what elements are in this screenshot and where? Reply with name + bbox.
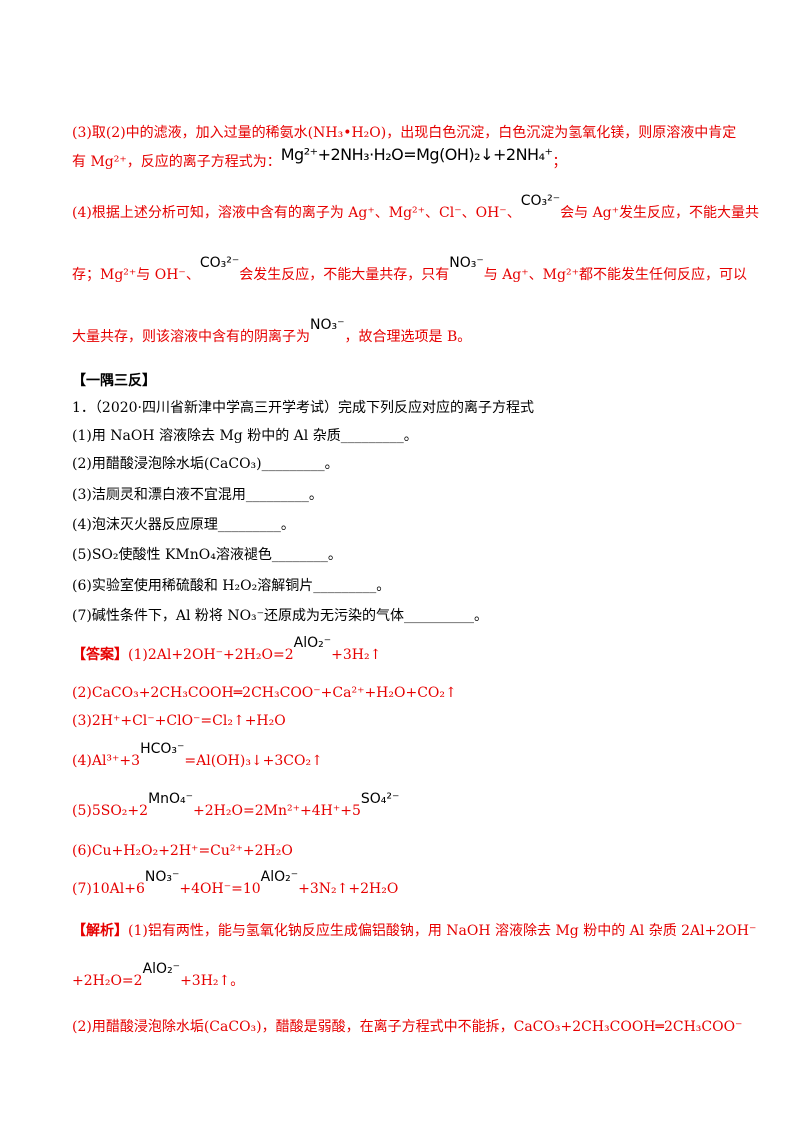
analysis-line2: +2H₂O=2AlO₂⁻+3H₂↑。 <box>72 961 245 990</box>
bicarbonate-ion: HCO₃⁻ <box>140 741 185 757</box>
analysis-label: 【解析】 <box>72 923 128 939</box>
text-segment: 与 Ag⁺、Mg²⁺都不能发生任何反应，可以 <box>483 267 747 283</box>
sulfate-ion: SO₄²⁻ <box>360 791 400 807</box>
answer-6: (6)Cu+H₂O₂+2H⁺=Cu²⁺+2H₂O <box>72 843 293 859</box>
answer-3: (3)2H⁺+Cl⁻+ClO⁻=Cl₂↑+H₂O <box>72 713 286 729</box>
question-item-5: (5)SO₂使酸性 KMnO₄溶液褪色________。 <box>72 547 342 563</box>
paragraph-4-line2: 存；Mg²⁺与 OH⁻、CO₃²⁻会发生反应，不能大量共存，只有NO₃⁻与 Ag… <box>72 255 747 284</box>
paragraph-3-line2: 有 Mg²⁺，反应的离子方程式为：Mg²⁺+2NH₃·H₂O=Mg(OH)₂↓+… <box>72 146 567 171</box>
text-segment: 会与 Ag⁺发生反应，不能大量共 <box>560 205 760 221</box>
answer-5: (5)5SO₂+2MnO₄⁻+2H₂O=2Mn²⁺+4H⁺+5SO₄²⁻ <box>72 791 399 820</box>
question-item-7: (7)碱性条件下，Al 粉将 NO₃⁻还原成为无污染的气体__________。 <box>72 608 489 624</box>
paragraph-3-line2-prefix: 有 Mg²⁺，反应的离子方程式为： <box>72 154 281 170</box>
text-segment: =Al(OH)₃↓+3CO₂↑ <box>184 753 323 769</box>
text-segment: +4OH⁻=10 <box>179 881 261 897</box>
paragraph-3-line1: (3)取(2)中的滤液，加入过量的稀氨水(NH₃•H₂O)，出现白色沉淀，白色沉… <box>72 125 737 141</box>
answer-label: 【答案】 <box>72 647 128 663</box>
aluminate-ion: AlO₂⁻ <box>260 869 299 885</box>
text-segment: (1)铝有两性，能与氢氧化钠反应生成偏铝酸钠，用 NaOH 溶液除去 Mg 粉中… <box>128 923 757 939</box>
aluminate-ion: AlO₂⁻ <box>293 635 332 651</box>
question-item-3: (3)洁厕灵和漂白液不宜混用_________。 <box>72 487 323 503</box>
text-segment: 存；Mg²⁺与 OH⁻、 <box>72 267 200 283</box>
text-segment: +3H₂↑ <box>331 647 382 663</box>
question-item-2: (2)用醋酸浸泡除水垢(CaCO₃)_________。 <box>72 456 339 472</box>
mg-ion-equation: Mg²⁺+2NH₃·H₂O=Mg(OH)₂↓+2NH₄⁺ <box>280 145 553 164</box>
paragraph-4-line3: 大量共存，则该溶液中含有的阴离子为NO₃⁻，故合理选项是 B。 <box>72 317 472 346</box>
text-segment: (1)2Al+2OH⁻+2H₂O=2 <box>128 647 294 663</box>
text-segment: +2H₂O=2 <box>72 973 143 989</box>
analysis-line3: (2)用醋酸浸泡除水垢(CaCO₃)，醋酸是弱酸，在离子方程式中不能拆，CaCO… <box>72 1019 743 1035</box>
question-item-4: (4)泡沫灭火器反应原理_________。 <box>72 517 295 533</box>
question-item-6: (6)实验室使用稀硫酸和 H₂O₂溶解铜片_________。 <box>72 578 391 594</box>
question-stem: 1．（2020·四川省新津中学高三开学考试）完成下列反应对应的离子方程式 <box>72 400 534 416</box>
permanganate-ion: MnO₄⁻ <box>148 791 194 807</box>
text-segment: +3N₂↑+2H₂O <box>298 881 399 897</box>
text-segment: +2H₂O=2Mn²⁺+4H⁺+5 <box>193 803 361 819</box>
answer-2: (2)CaCO₃+2CH₃COOH═2CH₃COO⁻+Ca²⁺+H₂O+CO₂↑ <box>72 685 457 701</box>
answer-7: (7)10Al+6NO₃⁻+4OH⁻=10AlO₂⁻+3N₂↑+2H₂O <box>72 869 399 898</box>
paragraph-3-line2-end: ； <box>552 154 567 170</box>
text-segment: (4)Al³⁺+3 <box>72 753 141 769</box>
section-title: 【一隅三反】 <box>72 373 156 389</box>
analysis-line1: 【解析】(1)铝有两性，能与氢氧化钠反应生成偏铝酸钠，用 NaOH 溶液除去 M… <box>72 922 756 940</box>
text-segment: (7)10Al+6 <box>72 881 145 897</box>
nitrate-ion: NO₃⁻ <box>310 317 345 333</box>
question-item-1: (1)用 NaOH 溶液除去 Mg 粉中的 Al 杂质_________。 <box>72 428 418 444</box>
carbonate-ion: CO₃²⁻ <box>199 255 240 271</box>
answer-1: 【答案】(1)2Al+2OH⁻+2H₂O=2AlO₂⁻+3H₂↑ <box>72 635 382 664</box>
answer-4: (4)Al³⁺+3HCO₃⁻=Al(OH)₃↓+3CO₂↑ <box>72 741 323 770</box>
text-segment: (4)根据上述分析可知，溶液中含有的离子为 Ag⁺、Mg²⁺、Cl⁻、OH⁻、 <box>72 205 521 221</box>
text-segment: 大量共存，则该溶液中含有的阴离子为 <box>72 329 310 345</box>
nitrate-ion: NO₃⁻ <box>449 255 484 271</box>
text-segment: +3H₂↑。 <box>180 973 245 989</box>
carbonate-ion: CO₃²⁻ <box>520 193 561 209</box>
text-segment: ，故合理选项是 B。 <box>344 329 472 345</box>
nitrate-ion: NO₃⁻ <box>144 869 180 885</box>
aluminate-ion: AlO₂⁻ <box>142 961 181 977</box>
text-segment: (5)5SO₂+2 <box>72 803 149 819</box>
text-segment: 会发生反应，不能大量共存，只有 <box>239 267 450 283</box>
paragraph-4-line1: (4)根据上述分析可知，溶液中含有的离子为 Ag⁺、Mg²⁺、Cl⁻、OH⁻、C… <box>72 193 760 222</box>
